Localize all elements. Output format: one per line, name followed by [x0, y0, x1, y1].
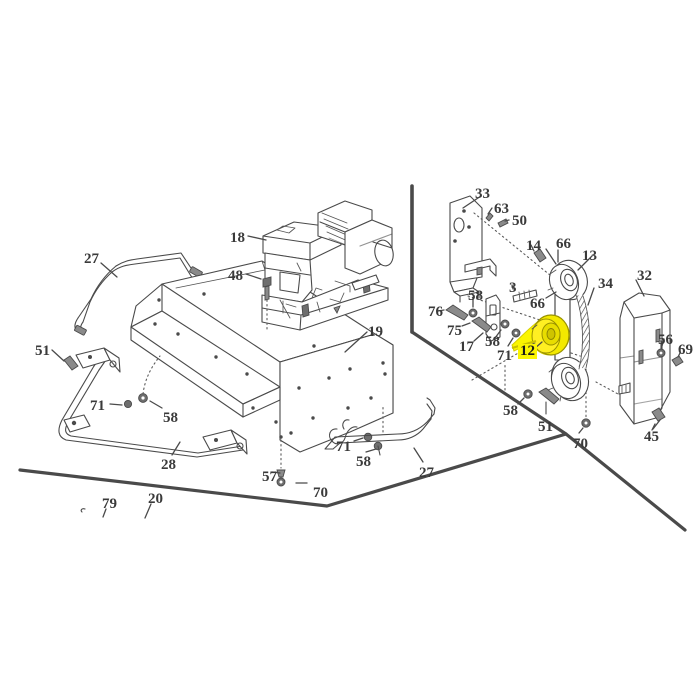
callout-part-3: 3 [509, 280, 517, 296]
callout-part-58: 58 [503, 403, 518, 419]
callout-part-14: 14 [526, 238, 541, 254]
part-28-lower-handle [58, 347, 248, 458]
callout-part-51: 51 [538, 419, 553, 435]
callout-part-71: 71 [497, 348, 512, 364]
part-56-69-fasteners [656, 340, 684, 367]
callout-part-20: 20 [148, 491, 163, 507]
callout-part-17: 17 [459, 339, 474, 355]
callout-part-71: 71 [336, 439, 351, 455]
callout-part-66: 66 [530, 296, 545, 312]
callout-part-19: 19 [368, 324, 383, 340]
callout-part-34: 34 [598, 276, 613, 292]
callout-part-32: 32 [637, 268, 652, 284]
callout-part-79: 79 [102, 496, 117, 512]
part-58-washers-right [468, 297, 521, 347]
callout-part-57: 57 [262, 469, 277, 485]
callout-part-58: 58 [468, 288, 483, 304]
part-70-bottom-fastener [578, 418, 591, 434]
part-27-lower-handle-right [324, 397, 436, 450]
part-58-51-bottom-hardware [517, 387, 560, 415]
callout-part-63: 63 [494, 201, 509, 217]
callout-part-48: 48 [228, 268, 243, 284]
parts-79-20-marks [80, 503, 152, 519]
part-75-bolt [461, 316, 492, 333]
callout-part-13: 13 [582, 248, 597, 264]
callout-part-66: 66 [556, 236, 571, 252]
callout-part-75: 75 [447, 323, 462, 339]
callout-part-70: 70 [573, 436, 588, 452]
part-57-70-fasteners [276, 439, 286, 487]
callout-part-50: 50 [512, 213, 527, 229]
callout-part-51: 51 [35, 343, 50, 359]
callout-part-58: 58 [356, 454, 371, 470]
callout-part-56: 56 [658, 332, 673, 348]
callout-part-12: 12 [518, 343, 537, 359]
part-34-drive-belt [575, 287, 595, 370]
callout-part-33: 33 [475, 186, 490, 202]
callout-part-27: 27 [419, 465, 434, 481]
part-63-50-fasteners [485, 207, 510, 228]
callout-part-70: 70 [313, 485, 328, 501]
part-48-bolt [262, 276, 272, 331]
callout-part-58: 58 [485, 334, 500, 350]
callout-part-27: 27 [84, 251, 99, 267]
callout-part-76: 76 [428, 304, 443, 320]
part-3-spring [511, 284, 538, 303]
part-76-bolt [437, 304, 469, 321]
callout-part-45: 45 [644, 429, 659, 445]
callout-part-58: 58 [163, 410, 178, 426]
callout-part-28: 28 [161, 457, 176, 473]
part-33-mount-bracket [449, 195, 497, 303]
callout-part-69: 69 [678, 342, 693, 358]
part-18-engine [261, 200, 394, 331]
perspective-floor-lines [18, 184, 687, 532]
callout-part-71: 71 [90, 398, 105, 414]
part-32-belt-cover-housing [618, 279, 671, 425]
callout-part-18: 18 [230, 230, 245, 246]
callout-leader-lines [51, 195, 665, 484]
part-71-58-left-hardware [123, 355, 161, 409]
